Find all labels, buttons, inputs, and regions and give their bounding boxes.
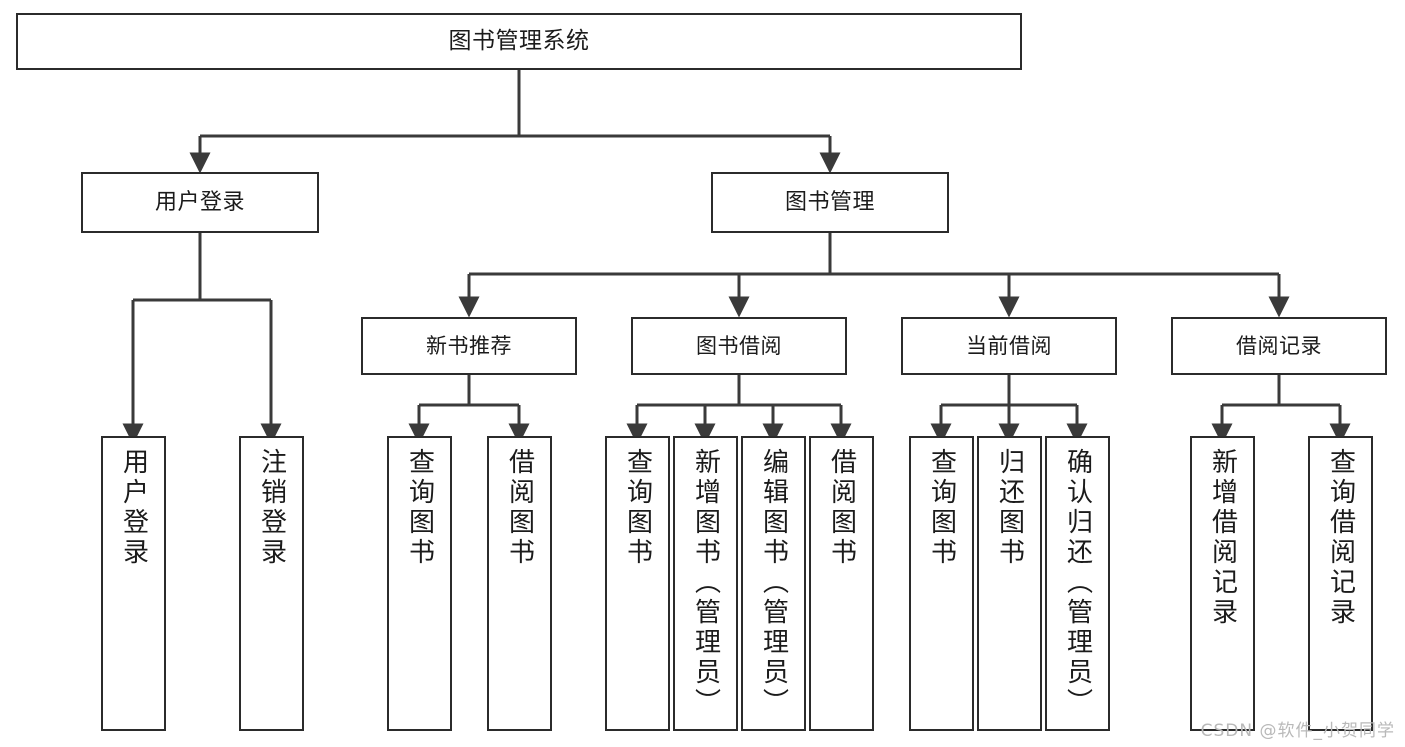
node-label: 图书借阅 xyxy=(696,333,782,358)
node-current-borrow[interactable]: 当前借阅 xyxy=(901,317,1117,375)
leaf-current-borrow-confirm-return[interactable]: 确认归还（管理员） xyxy=(1045,436,1110,731)
node-label: 用户登录 xyxy=(118,448,149,568)
node-label: 用户登录 xyxy=(154,189,245,215)
leaf-current-borrow-return[interactable]: 归还图书 xyxy=(977,436,1042,731)
node-label: 借阅图书 xyxy=(826,448,857,568)
leaf-user-login-logout[interactable]: 注销登录 xyxy=(239,436,304,731)
leaf-borrow-record-query[interactable]: 查询借阅记录 xyxy=(1308,436,1373,731)
leaf-book-borrow-add[interactable]: 新增图书（管理员） xyxy=(673,436,738,731)
leaf-new-book-borrow[interactable]: 借阅图书 xyxy=(487,436,552,731)
leaf-book-borrow-edit[interactable]: 编辑图书（管理员） xyxy=(741,436,806,731)
node-label: 查询图书 xyxy=(404,448,435,568)
watermark: CSDN @软件_小贺同学 xyxy=(1200,721,1395,741)
node-label: 借阅记录 xyxy=(1236,333,1322,358)
node-user-login[interactable]: 用户登录 xyxy=(81,172,319,233)
node-label: 新书推荐 xyxy=(426,333,512,358)
node-book-management[interactable]: 图书管理 xyxy=(711,172,949,233)
node-label: 注销登录 xyxy=(256,448,287,568)
node-borrow-records[interactable]: 借阅记录 xyxy=(1171,317,1387,375)
node-new-book-recommend[interactable]: 新书推荐 xyxy=(361,317,577,375)
leaf-user-login-login[interactable]: 用户登录 xyxy=(101,436,166,731)
node-label: 编辑图书（管理员） xyxy=(758,448,789,718)
node-label: 图书管理 xyxy=(784,189,875,215)
node-label: 当前借阅 xyxy=(966,333,1052,358)
node-label: 归还图书 xyxy=(994,448,1025,568)
node-root-system[interactable]: 图书管理系统 xyxy=(16,13,1022,70)
node-label: 新增图书（管理员） xyxy=(690,448,721,718)
leaf-book-borrow-borrow[interactable]: 借阅图书 xyxy=(809,436,874,731)
leaf-book-borrow-query[interactable]: 查询图书 xyxy=(605,436,670,731)
node-book-borrow[interactable]: 图书借阅 xyxy=(631,317,847,375)
node-label: 确认归还（管理员） xyxy=(1062,448,1093,718)
node-label: 查询借阅记录 xyxy=(1325,448,1356,628)
node-label: 借阅图书 xyxy=(504,448,535,568)
leaf-new-book-query[interactable]: 查询图书 xyxy=(387,436,452,731)
leaf-current-borrow-query[interactable]: 查询图书 xyxy=(909,436,974,731)
leaf-borrow-record-add[interactable]: 新增借阅记录 xyxy=(1190,436,1255,731)
node-label: 查询图书 xyxy=(926,448,957,568)
node-label: 图书管理系统 xyxy=(448,27,590,54)
node-label: 新增借阅记录 xyxy=(1207,448,1238,628)
node-label: 查询图书 xyxy=(622,448,653,568)
